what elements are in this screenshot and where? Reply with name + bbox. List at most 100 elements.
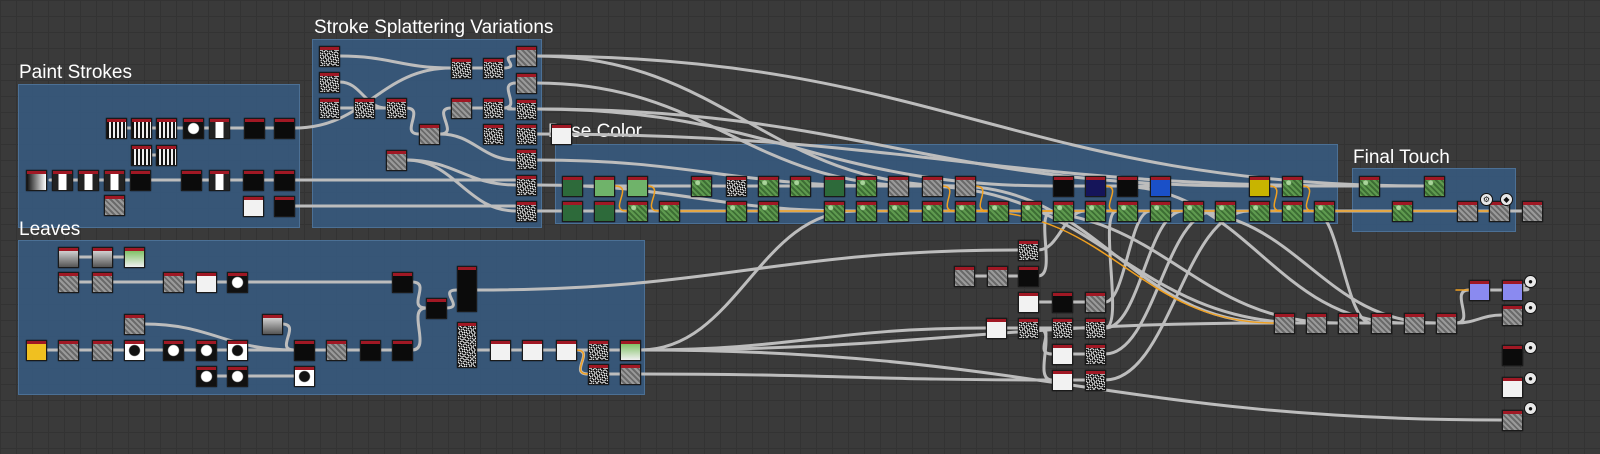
graph-node[interactable]	[1053, 201, 1074, 222]
graph-node[interactable]	[1282, 201, 1303, 222]
graph-node[interactable]	[1085, 176, 1106, 197]
graph-node[interactable]	[888, 176, 909, 197]
graph-node[interactable]	[1392, 201, 1413, 222]
graph-node[interactable]	[274, 118, 295, 139]
graph-node[interactable]	[163, 272, 184, 293]
graph-node[interactable]	[483, 124, 504, 145]
graph-node[interactable]	[988, 201, 1009, 222]
graph-node[interactable]	[922, 176, 943, 197]
graph-node[interactable]	[243, 170, 264, 191]
graph-node[interactable]	[516, 201, 537, 222]
graph-node[interactable]	[620, 340, 641, 361]
graph-node[interactable]	[58, 340, 79, 361]
graph-node[interactable]	[274, 196, 295, 217]
graph-node[interactable]	[691, 176, 712, 197]
graph-node[interactable]	[1371, 313, 1392, 334]
graph-node[interactable]	[856, 201, 877, 222]
graph-node[interactable]	[181, 170, 202, 191]
graph-node[interactable]	[1338, 313, 1359, 334]
graph-node[interactable]	[620, 364, 641, 385]
graph-node[interactable]	[483, 98, 504, 119]
graph-node[interactable]	[1021, 201, 1042, 222]
graph-node[interactable]	[1469, 280, 1490, 301]
graph-node[interactable]	[26, 170, 47, 191]
graph-node[interactable]	[104, 170, 125, 191]
graph-node[interactable]	[1052, 344, 1073, 365]
graph-node[interactable]	[131, 118, 152, 139]
graph-node[interactable]	[183, 118, 204, 139]
sphere-icon[interactable]: ●	[1524, 341, 1537, 354]
graph-node[interactable]	[209, 118, 230, 139]
graph-node[interactable]	[659, 201, 680, 222]
graph-node[interactable]	[1150, 176, 1171, 197]
graph-node[interactable]	[262, 314, 283, 335]
graph-node[interactable]	[824, 176, 845, 197]
graph-node[interactable]	[124, 314, 145, 335]
graph-node[interactable]	[163, 340, 184, 361]
graph-node[interactable]	[92, 272, 113, 293]
graph-node[interactable]	[1306, 313, 1327, 334]
graph-node[interactable]	[790, 176, 811, 197]
graph-node[interactable]	[52, 170, 73, 191]
graph-node[interactable]	[594, 201, 615, 222]
graph-node[interactable]	[227, 366, 248, 387]
graph-node[interactable]	[987, 266, 1008, 287]
graph-node[interactable]	[319, 46, 340, 67]
graph-node[interactable]	[326, 340, 347, 361]
graph-node[interactable]	[562, 176, 583, 197]
graph-node[interactable]	[1359, 176, 1380, 197]
graph-node[interactable]	[1274, 313, 1295, 334]
graph-node[interactable]	[156, 118, 177, 139]
graph-node[interactable]	[516, 175, 537, 196]
graph-node[interactable]	[1502, 377, 1523, 398]
graph-node[interactable]	[1282, 176, 1303, 197]
graph-node[interactable]	[516, 149, 537, 170]
sphere-icon[interactable]: ●	[1524, 275, 1537, 288]
graph-node[interactable]	[627, 176, 648, 197]
graph-node[interactable]	[426, 298, 447, 319]
graph-node[interactable]	[1150, 201, 1171, 222]
graph-node[interactable]	[1085, 344, 1106, 365]
graph-node[interactable]	[824, 201, 845, 222]
graph-node[interactable]	[58, 272, 79, 293]
graph-node[interactable]	[1085, 201, 1106, 222]
graph-node[interactable]	[130, 170, 151, 191]
graph-node[interactable]	[319, 72, 340, 93]
graph-node[interactable]	[451, 58, 472, 79]
graph-node[interactable]	[457, 266, 477, 312]
graph-node[interactable]	[386, 98, 407, 119]
graph-node[interactable]	[562, 201, 583, 222]
graph-node[interactable]	[922, 201, 943, 222]
graph-node[interactable]	[196, 340, 217, 361]
sphere-icon[interactable]: ●	[1524, 301, 1537, 314]
graph-node[interactable]	[243, 196, 264, 217]
graph-node[interactable]	[106, 118, 127, 139]
graph-node[interactable]	[1249, 176, 1270, 197]
graph-node[interactable]	[516, 73, 537, 94]
graph-node[interactable]	[516, 124, 537, 145]
graph-node[interactable]	[131, 145, 152, 166]
graph-node[interactable]	[92, 340, 113, 361]
graph-node[interactable]	[1502, 410, 1523, 431]
graph-node[interactable]	[1502, 305, 1523, 326]
sphere-icon[interactable]: ●	[1524, 372, 1537, 385]
graph-node[interactable]	[1424, 176, 1445, 197]
graph-node[interactable]	[1085, 370, 1106, 391]
graph-node[interactable]	[1489, 201, 1510, 222]
graph-node[interactable]	[1183, 201, 1204, 222]
graph-node[interactable]	[354, 98, 375, 119]
graph-node[interactable]	[726, 176, 747, 197]
graph-node[interactable]	[1215, 201, 1236, 222]
graph-node[interactable]	[726, 201, 747, 222]
graph-node[interactable]	[1053, 176, 1074, 197]
graph-node[interactable]	[419, 124, 440, 145]
graph-node[interactable]	[1085, 318, 1106, 339]
graph-node[interactable]	[1404, 313, 1425, 334]
graph-node[interactable]	[516, 99, 537, 120]
graph-node[interactable]	[294, 340, 315, 361]
graph-node[interactable]	[1052, 318, 1073, 339]
graph-node[interactable]	[594, 176, 615, 197]
graph-node[interactable]	[196, 272, 217, 293]
graph-node[interactable]	[1018, 292, 1039, 313]
